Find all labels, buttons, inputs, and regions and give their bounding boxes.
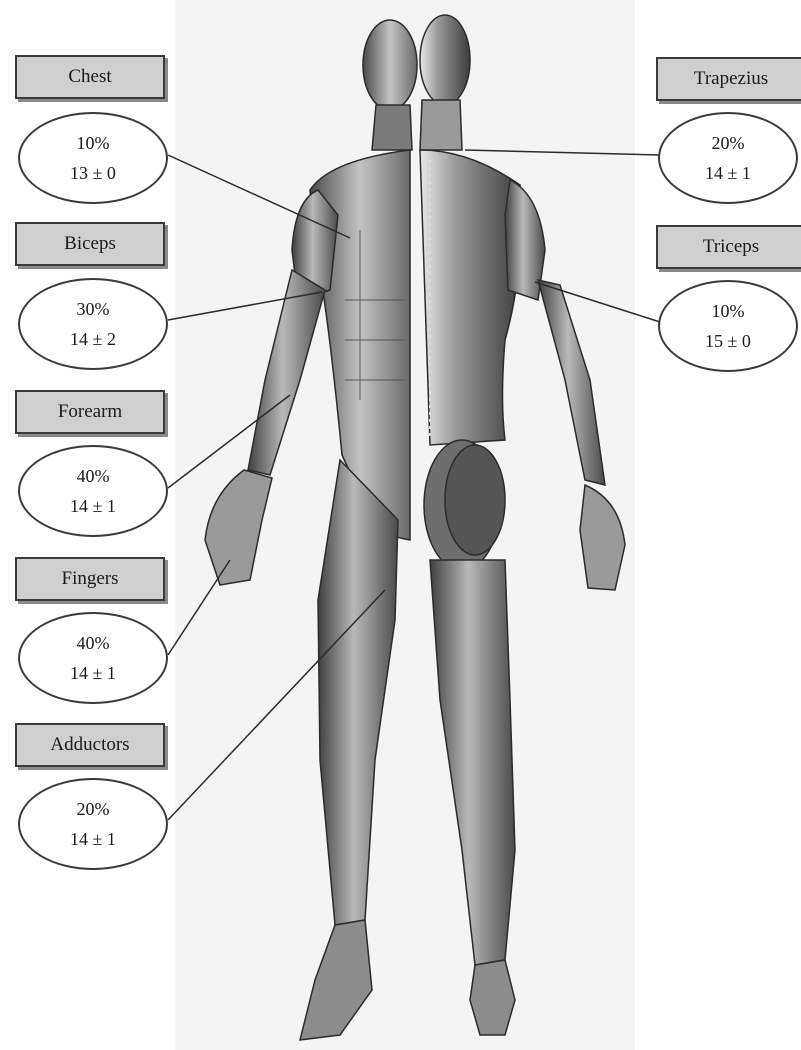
adductors-stats: 20% 14 ± 1: [18, 778, 168, 870]
adductors-label: Adductors: [15, 723, 165, 767]
biceps-stats: 30% 14 ± 2: [18, 278, 168, 370]
chest-label: Chest: [15, 55, 165, 99]
anterior-muscle-figure-icon: [205, 20, 417, 1040]
adductors-score: 14 ± 1: [70, 824, 116, 854]
trapezius-label: Trapezius: [656, 57, 801, 101]
forearm-percent: 40%: [77, 461, 110, 491]
triceps-label: Triceps: [656, 225, 801, 269]
trapezius-stats: 20% 14 ± 1: [658, 112, 798, 204]
fingers-leader-line: [168, 560, 230, 655]
chest-score: 13 ± 0: [70, 158, 116, 188]
trapezius-leader-line: [465, 150, 660, 155]
biceps-percent: 30%: [77, 294, 110, 324]
triceps-stats: 10% 15 ± 0: [658, 280, 798, 372]
chest-stats: 10% 13 ± 0: [18, 112, 168, 204]
triceps-percent: 10%: [712, 296, 745, 326]
fingers-stats: 40% 14 ± 1: [18, 612, 168, 704]
fingers-percent: 40%: [77, 628, 110, 658]
forearm-stats: 40% 14 ± 1: [18, 445, 168, 537]
biceps-score: 14 ± 2: [70, 324, 116, 354]
chest-percent: 10%: [77, 128, 110, 158]
fingers-label: Fingers: [15, 557, 165, 601]
triceps-score: 15 ± 0: [705, 326, 751, 356]
trapezius-percent: 20%: [712, 128, 745, 158]
biceps-label: Biceps: [15, 222, 165, 266]
trapezius-score: 14 ± 1: [705, 158, 751, 188]
adductors-percent: 20%: [77, 794, 110, 824]
forearm-label: Forearm: [15, 390, 165, 434]
fingers-score: 14 ± 1: [70, 658, 116, 688]
posterior-muscle-figure-icon: [420, 15, 625, 1035]
forearm-score: 14 ± 1: [70, 491, 116, 521]
